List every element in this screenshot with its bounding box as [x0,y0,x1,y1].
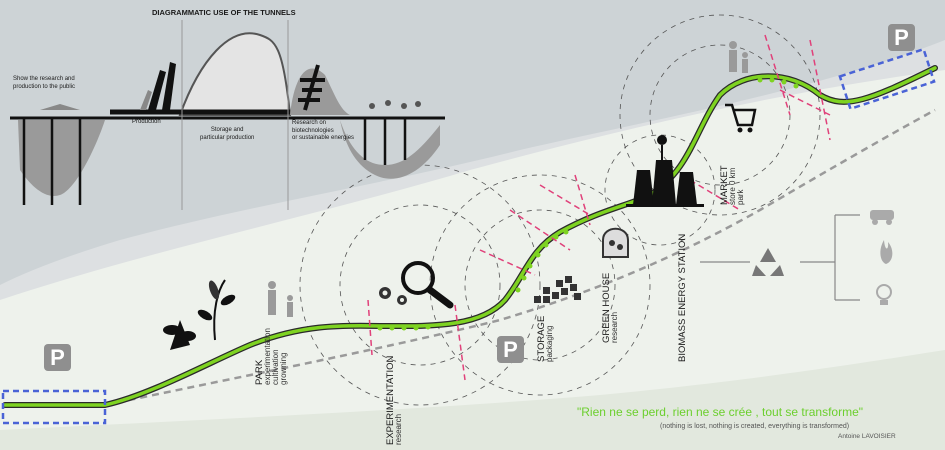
boxes-icon [534,276,581,303]
quote-text: "Rien ne se perd, rien ne se crée , tout… [577,405,863,419]
station-storage: STORAGE packaging [536,315,554,362]
station-park: PARK experimentation cultivation grownin… [254,328,288,385]
diagram-title: DIAGRAMMATIC USE OF THE TUNNELS [152,8,296,17]
energy-output-bracket [700,214,860,301]
plant-icon [163,279,236,350]
station-market: MARKET store 0 km park [719,165,745,205]
cart-icon [725,103,757,133]
route-dots [377,77,799,331]
parking-badge-top: P [888,24,915,51]
parking-zone-start [1,389,107,425]
lightbulb-icon [876,284,892,305]
station-experimentation: EXPERIMENTATION research [385,355,403,445]
quote-translation: (nothing is lost, nothing is created, ev… [660,423,850,430]
car-icon [870,210,894,225]
label-production: Production [132,119,161,125]
parking-badge-middle: P [497,336,524,363]
quote-author: Antoine LAVOISIER [838,433,896,440]
tunnel-section-diagram [10,20,445,210]
family-icon-park [268,281,293,317]
station-green-house: GREEN HOUSE research [601,272,619,343]
land-area-lower [0,350,945,450]
magnifier-icon [401,261,454,309]
gear-icon [379,287,407,305]
section-marks [367,34,831,381]
parking-zone-end [838,47,936,111]
recycle-icon [752,248,784,276]
old-rail-line [104,108,936,407]
family-icon-market [729,41,748,73]
flame-icon [880,240,893,264]
power-plant-icon [626,135,704,207]
parking-badge-left: P [44,344,71,371]
station-biomass: BIOMASS ENERGY STATION [677,233,688,362]
greenhouse-icon [602,227,629,258]
land-area [0,70,945,450]
